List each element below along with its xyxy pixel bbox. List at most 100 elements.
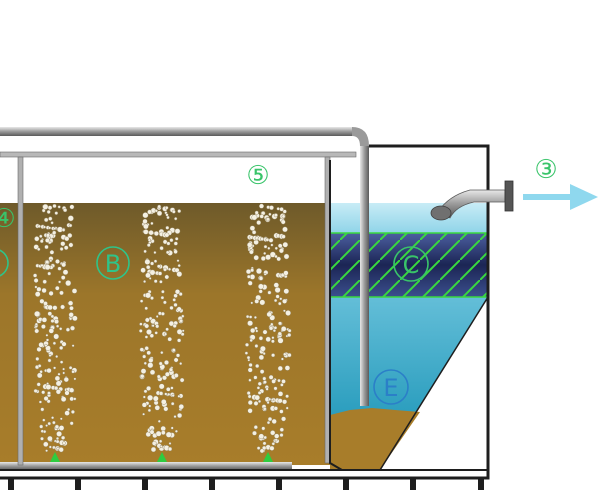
air-bubble [33, 278, 39, 283]
air-bubble [179, 377, 185, 383]
air-bubble [287, 328, 292, 333]
air-bubble [68, 317, 73, 321]
air-bubble [176, 259, 180, 263]
air-bubble [244, 342, 249, 347]
air-bubble [139, 299, 144, 303]
air-bubble [53, 385, 59, 391]
air-bubble [60, 304, 65, 310]
air-bubble [64, 410, 70, 416]
air-bubble [140, 374, 145, 379]
air-bubble [160, 425, 166, 432]
air-bubble [281, 416, 287, 422]
air-bubble [58, 447, 64, 453]
air-bubble [273, 406, 278, 411]
air-bubble [148, 230, 154, 236]
air-bubble [274, 438, 278, 442]
air-bubble [158, 361, 163, 366]
air-bubble [37, 364, 42, 368]
air-bubble [71, 288, 78, 294]
air-bubble [37, 224, 41, 229]
air-bubble [280, 326, 287, 332]
air-bubble [272, 329, 276, 333]
air-bubble [178, 292, 183, 297]
air-bubble [46, 368, 52, 374]
air-bubble [62, 208, 68, 213]
air-bubble [67, 300, 74, 306]
air-bubble [42, 225, 46, 229]
air-bubble [142, 395, 146, 399]
air-bubble [171, 348, 176, 352]
air-bubble [279, 409, 284, 414]
air-bubble [54, 424, 60, 429]
air-bubble [34, 322, 38, 326]
air-bubble [147, 238, 151, 242]
air-bubble [141, 402, 148, 408]
air-bubble [271, 353, 276, 358]
air-bubble [174, 289, 181, 295]
air-bubble [263, 380, 267, 384]
air-bubble [165, 386, 171, 392]
air-bubble [282, 226, 288, 233]
air-bubble [44, 343, 48, 348]
air-bubble [49, 249, 55, 255]
air-bubble [146, 385, 152, 391]
air-bubble [60, 396, 67, 403]
air-bubble [55, 380, 62, 387]
air-bubble [164, 274, 170, 280]
air-bubble [268, 397, 272, 401]
air-bubble [163, 406, 169, 412]
air-bubble [175, 353, 181, 358]
air-bubble [164, 392, 168, 396]
air-bubble [36, 286, 42, 292]
air-bubble [48, 354, 52, 358]
tank-foot [276, 478, 282, 490]
air-bubble [151, 324, 155, 328]
air-bubble [46, 382, 49, 385]
air-bubble [48, 445, 52, 449]
air-bubble [45, 449, 48, 453]
air-bubble [165, 213, 169, 217]
air-bubble [262, 329, 268, 335]
air-bubble [283, 288, 290, 295]
air-bubble [244, 351, 249, 355]
air-bubble [38, 342, 44, 348]
air-bubble [160, 399, 167, 405]
air-bubble [280, 383, 284, 387]
air-bubble [282, 209, 287, 214]
air-bubble [278, 248, 284, 254]
air-bubble [148, 276, 152, 280]
air-bubble [173, 415, 177, 419]
air-bubble [55, 439, 60, 444]
air-bubble [152, 395, 159, 402]
air-bubble [170, 386, 174, 390]
air-bubble [55, 355, 59, 359]
air-bubble [50, 221, 54, 225]
svg-text:E: E [383, 374, 398, 402]
air-bubble [55, 285, 60, 291]
air-bubble [142, 218, 148, 225]
label-blower-pipe: ⑤ [246, 161, 269, 191]
air-bubble [246, 242, 253, 248]
air-bubble [52, 420, 56, 425]
air-bubble [247, 408, 253, 414]
air-bubble [268, 374, 274, 380]
air-bubble [44, 244, 49, 250]
air-bubble [52, 341, 57, 345]
air-bubble [172, 298, 176, 302]
air-bubble [148, 357, 154, 363]
air-bubble [34, 291, 41, 297]
air-bubble [45, 233, 51, 238]
air-bubble [44, 264, 51, 271]
air-bubble [270, 430, 276, 436]
air-bubble [251, 230, 257, 235]
air-bubble [256, 220, 262, 226]
air-bubble [57, 205, 61, 209]
air-bubble [146, 350, 151, 356]
air-bubble [48, 290, 54, 296]
air-bubble [145, 292, 152, 299]
air-bubble [50, 314, 55, 319]
air-bubble [166, 241, 171, 246]
air-bubble [269, 445, 275, 451]
air-bubble [180, 332, 185, 337]
